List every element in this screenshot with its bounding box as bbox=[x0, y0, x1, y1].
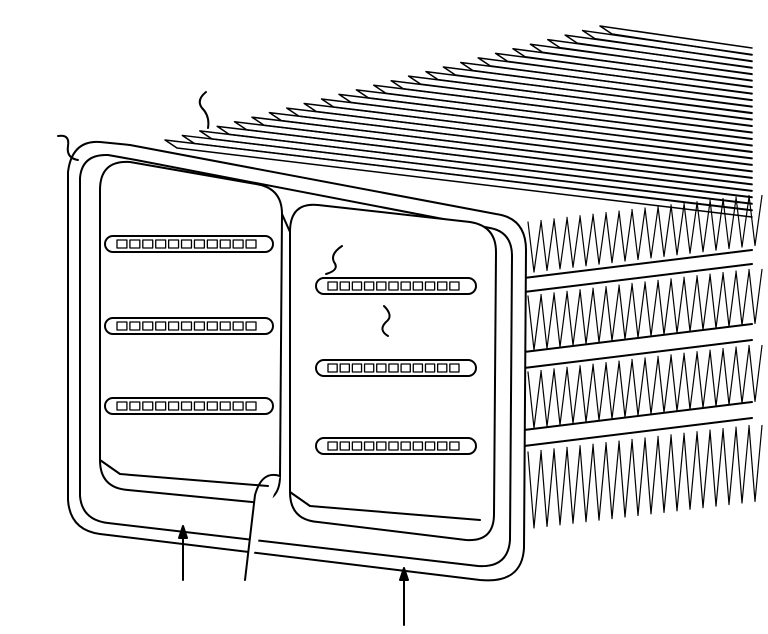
flat-tube bbox=[316, 278, 476, 294]
tube-channel bbox=[425, 364, 434, 372]
tube-channel bbox=[425, 442, 434, 450]
flat-tube bbox=[316, 438, 476, 454]
tube-channel bbox=[143, 322, 153, 330]
tube-channel bbox=[450, 282, 459, 290]
tube-channel bbox=[233, 240, 243, 248]
tube-channel bbox=[169, 322, 179, 330]
tube-channel bbox=[207, 240, 217, 248]
tube-channel bbox=[156, 402, 166, 410]
tube-channel bbox=[401, 442, 410, 450]
tube-channel bbox=[352, 364, 361, 372]
tube-channel bbox=[438, 364, 447, 372]
tube-channel bbox=[401, 282, 410, 290]
flat-tube bbox=[105, 236, 273, 252]
tube-channel bbox=[389, 442, 398, 450]
tube-channel bbox=[156, 322, 166, 330]
leader-line bbox=[200, 92, 209, 128]
tube-channel bbox=[377, 364, 386, 372]
fin-band bbox=[528, 425, 762, 528]
leader-line bbox=[58, 136, 78, 160]
fin-band bbox=[528, 195, 762, 272]
fin-side-zigzag bbox=[528, 195, 762, 528]
flat-tube bbox=[105, 318, 273, 334]
fin-ridge bbox=[600, 26, 752, 55]
tube-side-edge bbox=[524, 324, 752, 368]
tube-channel bbox=[130, 322, 140, 330]
tube-channel bbox=[413, 442, 422, 450]
tube-channel bbox=[377, 442, 386, 450]
tube-channel bbox=[246, 322, 256, 330]
chamber-floor-line bbox=[100, 460, 480, 520]
arrow-head bbox=[179, 526, 187, 538]
header-tank bbox=[68, 142, 526, 581]
tube-channel bbox=[246, 402, 256, 410]
tube-channel bbox=[365, 442, 374, 450]
tube-channel bbox=[130, 402, 140, 410]
tube-channel bbox=[438, 282, 447, 290]
tube-channel bbox=[182, 240, 192, 248]
tube-channel bbox=[340, 282, 349, 290]
partition-line bbox=[245, 214, 290, 580]
tube-channel bbox=[328, 364, 337, 372]
tube-channel bbox=[117, 402, 127, 410]
tube-channel bbox=[182, 402, 192, 410]
leader-line bbox=[326, 246, 342, 274]
tube-channel bbox=[365, 282, 374, 290]
tube-channel bbox=[169, 402, 179, 410]
tube-channel bbox=[169, 240, 179, 248]
tube-channel bbox=[156, 240, 166, 248]
tube-channel bbox=[389, 282, 398, 290]
fin-ridges bbox=[165, 26, 752, 217]
tube-channel bbox=[340, 442, 349, 450]
flat-tube bbox=[316, 360, 476, 376]
tube-channel bbox=[438, 442, 447, 450]
tube-channel bbox=[328, 282, 337, 290]
side-tubes bbox=[524, 250, 752, 446]
tube-channel bbox=[194, 402, 204, 410]
leader-line bbox=[382, 306, 389, 336]
tube-channel bbox=[450, 442, 459, 450]
tube-channel bbox=[425, 282, 434, 290]
tube-channel bbox=[130, 240, 140, 248]
tube-channel bbox=[233, 322, 243, 330]
leader-lines bbox=[58, 92, 390, 336]
tube-channel bbox=[220, 402, 230, 410]
arrow-head bbox=[400, 568, 408, 580]
tube-channel bbox=[365, 364, 374, 372]
tube-channel bbox=[182, 322, 192, 330]
flat-tube bbox=[105, 398, 273, 414]
tube-channel bbox=[352, 442, 361, 450]
tube-channel bbox=[207, 402, 217, 410]
tube-channel bbox=[340, 364, 349, 372]
flow-arrows bbox=[179, 526, 408, 625]
tube-channel bbox=[352, 282, 361, 290]
tube-side-edge bbox=[524, 402, 752, 446]
tube-channel bbox=[389, 364, 398, 372]
tube-channel bbox=[220, 240, 230, 248]
tube-channel bbox=[194, 240, 204, 248]
tube-channel bbox=[246, 240, 256, 248]
tube-channel bbox=[233, 402, 243, 410]
tube-group bbox=[105, 236, 476, 454]
tube-channel bbox=[117, 240, 127, 248]
tube-channel bbox=[413, 282, 422, 290]
tube-channel bbox=[117, 322, 127, 330]
tube-channel bbox=[194, 322, 204, 330]
tube-channel bbox=[401, 364, 410, 372]
tube-side-edge bbox=[524, 250, 752, 292]
tube-channel bbox=[220, 322, 230, 330]
tube-channel bbox=[207, 322, 217, 330]
tube-channel bbox=[377, 282, 386, 290]
tube-channel bbox=[143, 402, 153, 410]
tube-channel bbox=[450, 364, 459, 372]
tube-channel bbox=[413, 364, 422, 372]
tube-channel bbox=[328, 442, 337, 450]
tube-channel bbox=[143, 240, 153, 248]
